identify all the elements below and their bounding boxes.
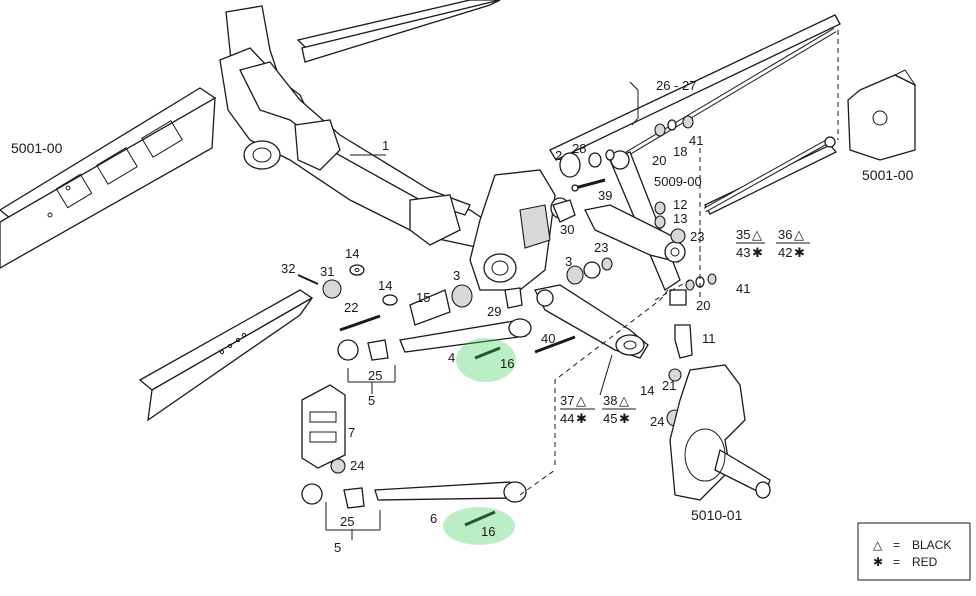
part-label-14c: 14 bbox=[640, 383, 654, 398]
part-label-21: 21 bbox=[662, 378, 676, 393]
part-label-20b: 20 bbox=[696, 298, 710, 313]
part-label-25b: 25 bbox=[340, 514, 354, 529]
part-label-32: 32 bbox=[281, 261, 295, 276]
legend-equals: = bbox=[893, 555, 900, 569]
steering-knuckle bbox=[669, 364, 771, 501]
part-label-11: 11 bbox=[702, 331, 716, 346]
tie-rod bbox=[301, 481, 527, 509]
star-icon: ✱ bbox=[576, 411, 587, 426]
part-label-7: 7 bbox=[348, 425, 355, 440]
part-label-6: 6 bbox=[430, 511, 437, 526]
part-label-1: 1 bbox=[382, 138, 389, 153]
part-label-39: 39 bbox=[598, 188, 612, 203]
part-label-24b: 24 bbox=[650, 414, 664, 429]
legend-red-label: RED bbox=[912, 555, 938, 569]
part-label-44: 44 bbox=[560, 411, 574, 426]
part-label-16a: 16 bbox=[500, 356, 514, 371]
triangle-icon: △ bbox=[576, 393, 586, 408]
steering-bracket bbox=[301, 384, 346, 469]
legend-star-icon: ✱ bbox=[873, 555, 883, 569]
part-label-37: 37 bbox=[560, 393, 574, 408]
ref-label-5009: 5009-00 bbox=[654, 174, 702, 189]
left-chassis-rail bbox=[0, 87, 217, 269]
part-label-41b: 41 bbox=[736, 281, 750, 296]
drag-link bbox=[337, 318, 532, 361]
ref-label-5001-right: 5001-00 bbox=[862, 167, 914, 183]
star-icon: ✱ bbox=[619, 411, 630, 426]
right-bracket bbox=[847, 69, 917, 161]
part-label-38: 38 bbox=[603, 393, 617, 408]
part-label-2: 2 bbox=[555, 148, 562, 163]
part-label-5a: 5 bbox=[368, 393, 375, 408]
part-label-25a: 25 bbox=[368, 368, 382, 383]
legend: △ = BLACK ✱ = RED bbox=[857, 522, 971, 581]
main-crossmember bbox=[219, 5, 556, 291]
part-label-36: 36 bbox=[778, 227, 792, 242]
part-label-42: 42 bbox=[778, 245, 792, 260]
part-label-29: 29 bbox=[487, 304, 501, 319]
lower-left-rail bbox=[138, 289, 314, 422]
part-label-18: 18 bbox=[673, 144, 687, 159]
pitman-arm bbox=[534, 284, 649, 359]
part-label-5b: 5 bbox=[334, 540, 341, 555]
part-label-30: 30 bbox=[560, 222, 574, 237]
small-parts bbox=[297, 115, 717, 527]
idler-arm bbox=[584, 150, 687, 306]
part-label-22: 22 bbox=[344, 300, 358, 315]
highlight-drag-link-bolt bbox=[456, 338, 516, 382]
highlight-tie-rod-bolt bbox=[443, 507, 515, 545]
part-label-43: 43 bbox=[736, 245, 750, 260]
triangle-icon: △ bbox=[752, 227, 762, 242]
part-label-12: 12 bbox=[673, 197, 687, 212]
part-label-23b: 23 bbox=[690, 229, 704, 244]
legend-equals: = bbox=[893, 538, 900, 552]
ref-label-5001-left: 5001-00 bbox=[11, 140, 63, 156]
star-icon: ✱ bbox=[752, 245, 763, 260]
legend-black-label: BLACK bbox=[912, 538, 951, 552]
ref-label-5010: 5010-01 bbox=[691, 507, 743, 523]
part-label-15: 15 bbox=[416, 290, 430, 305]
callout-35-36-43-42: 35 △ 36 △ 43 ✱ 42 ✱ bbox=[736, 227, 805, 260]
part-label-13: 13 bbox=[673, 211, 687, 226]
star-icon: ✱ bbox=[794, 245, 805, 260]
part-label-41a: 41 bbox=[689, 133, 703, 148]
part-label-3a: 3 bbox=[453, 268, 460, 283]
legend-triangle-icon: △ bbox=[873, 538, 883, 552]
triangle-icon: △ bbox=[794, 227, 804, 242]
part-label-14b: 14 bbox=[378, 278, 392, 293]
part-label-28: 28 bbox=[572, 141, 586, 156]
callout-37-38-44-45: 37 △ 38 △ 44 ✱ 45 ✱ bbox=[560, 393, 630, 426]
part-label-45: 45 bbox=[603, 411, 617, 426]
part-label-24a: 24 bbox=[350, 458, 364, 473]
top-rail bbox=[296, 0, 841, 215]
part-label-16b: 16 bbox=[481, 524, 495, 539]
part-label-20a: 20 bbox=[652, 153, 666, 168]
part-label-31: 31 bbox=[320, 264, 334, 279]
leader-lines bbox=[325, 30, 839, 540]
part-label-26-27: 26 - 27 bbox=[656, 78, 696, 93]
part-labels: 5001-00 5001-00 5009-00 5010-01 1 2 3 3 … bbox=[11, 78, 914, 555]
part-label-35: 35 bbox=[736, 227, 750, 242]
part-label-14a: 14 bbox=[345, 246, 359, 261]
part-label-3b: 3 bbox=[565, 254, 572, 269]
part-label-23a: 23 bbox=[594, 240, 608, 255]
part-label-40: 40 bbox=[541, 331, 555, 346]
triangle-icon: △ bbox=[619, 393, 629, 408]
part-label-4: 4 bbox=[448, 350, 455, 365]
highlight-markers bbox=[443, 338, 516, 545]
